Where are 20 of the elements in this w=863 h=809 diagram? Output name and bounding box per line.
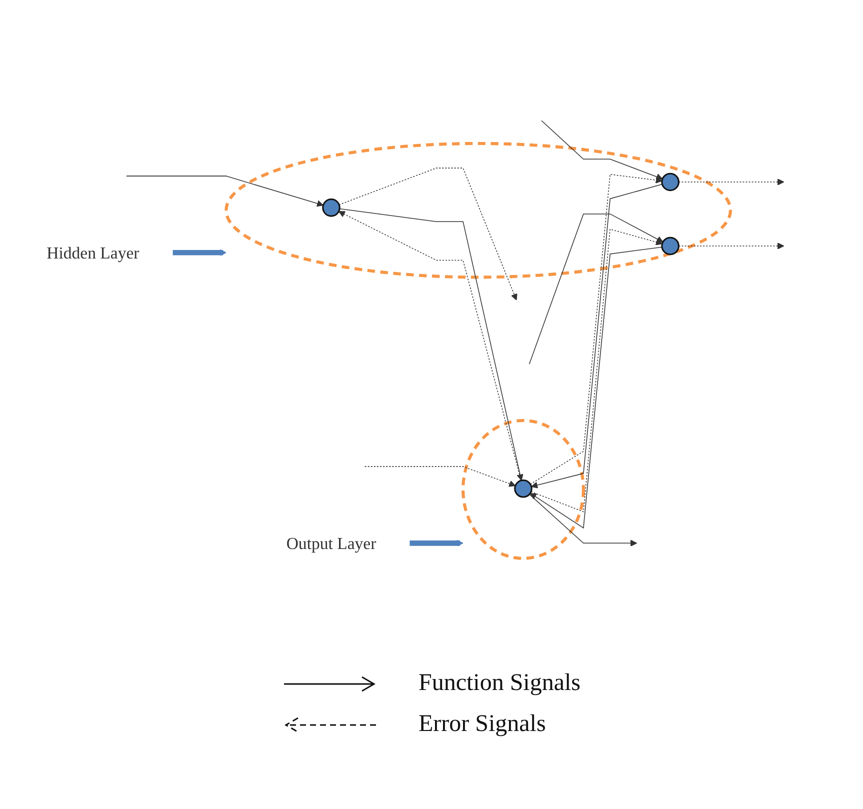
neuron-circle [660,237,679,256]
legend-text: Function Signals [418,670,580,697]
dashed-arrow [678,242,784,250]
dashed-arrow [364,466,516,488]
arrow [528,214,663,365]
neuron-circle [322,198,340,218]
dashed-arrow [678,178,784,186]
dashed-arrow [338,168,517,301]
layer-outline [224,142,732,279]
arrow [540,120,662,180]
block-arrow [409,540,463,547]
layer-outline [461,419,584,560]
neuron-circle [514,480,532,498]
neuron-circle [660,173,679,192]
block-arrow [172,250,226,256]
layer-label: Hidden Layer [46,243,139,262]
legend-text: Error Signals [418,711,546,738]
arrow [126,176,324,207]
arrow [528,494,637,547]
layer-label: Output Layer [286,534,376,553]
